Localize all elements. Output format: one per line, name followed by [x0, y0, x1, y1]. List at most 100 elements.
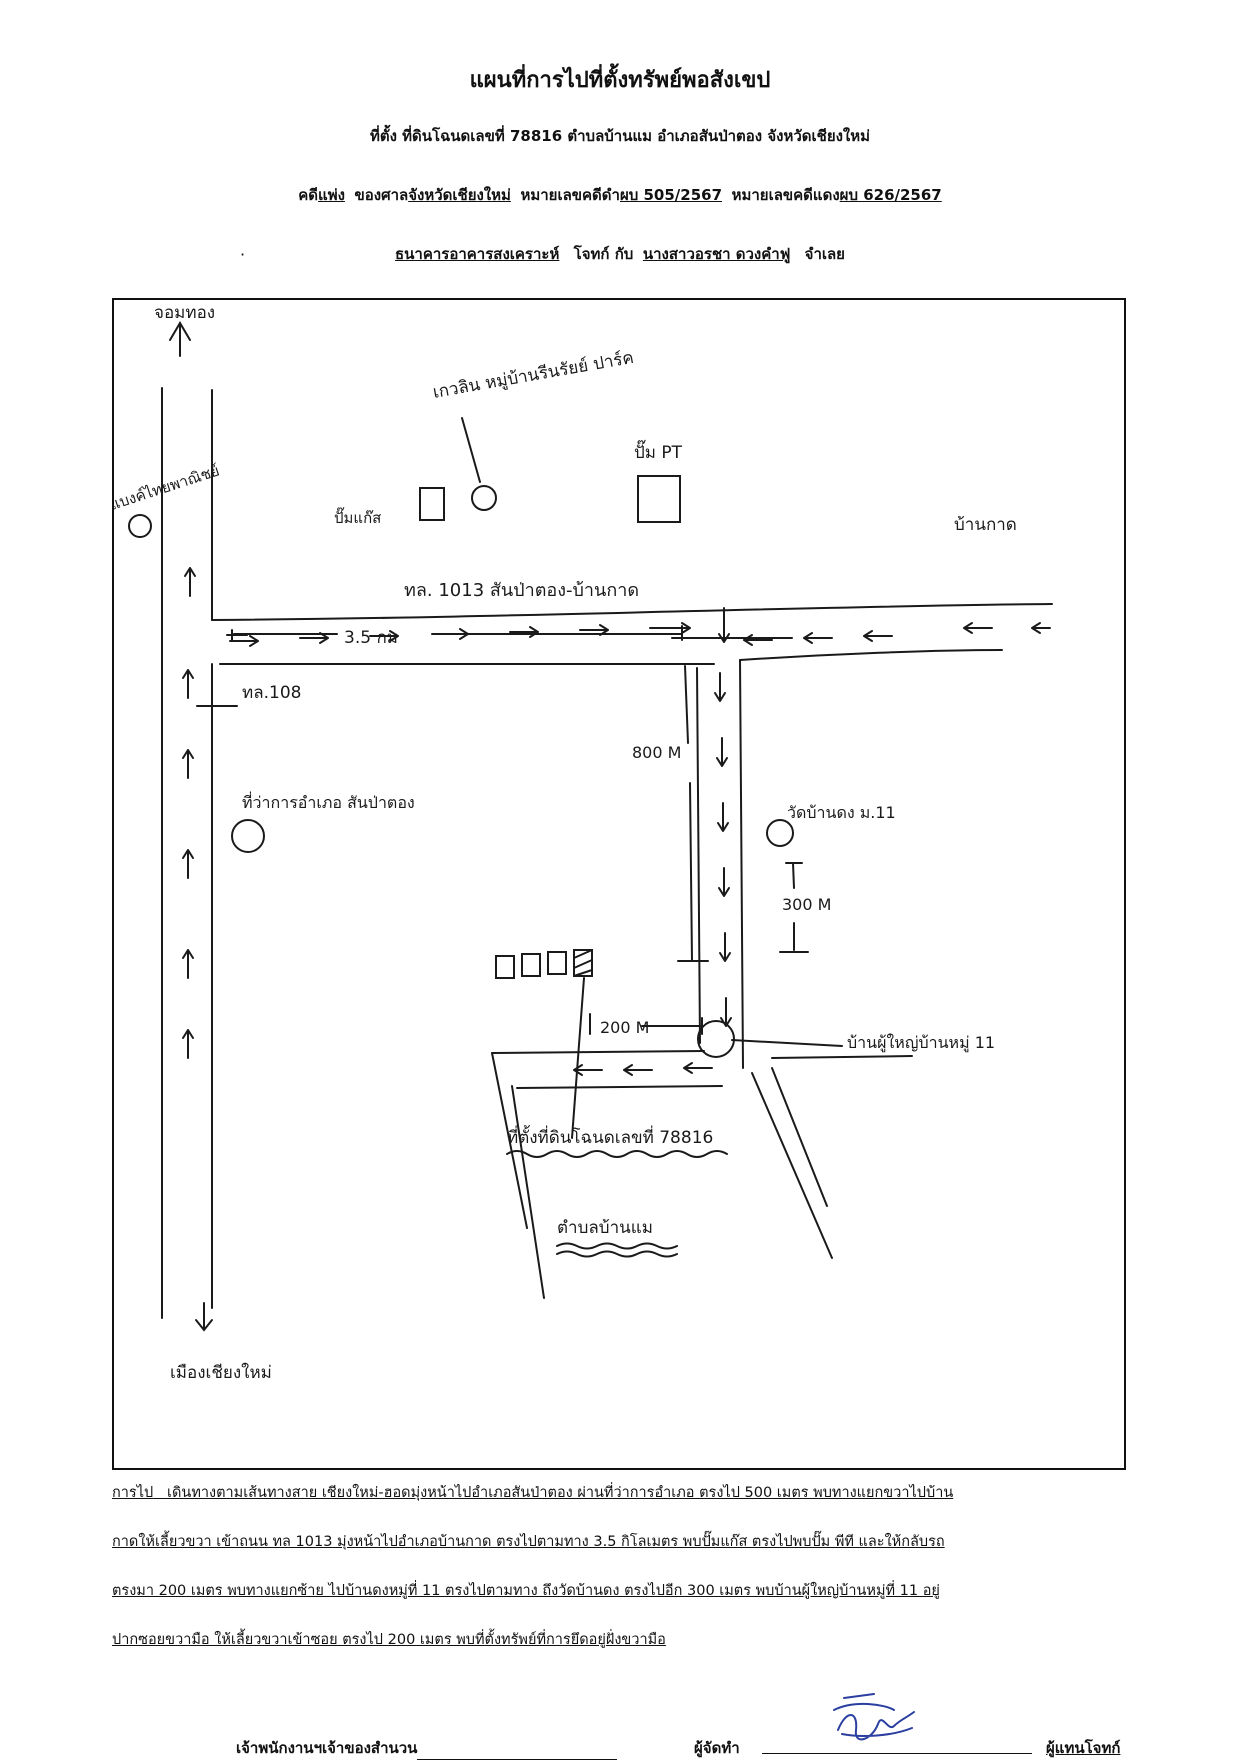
directions-line-1: การไป เดินทางตามเส้นทางสาย เชียงใหม่-ฮอด… [112, 1482, 1182, 1504]
headman-pointer-line [731, 1039, 843, 1047]
east-arrow [1031, 622, 1051, 634]
soi-east-edge [739, 659, 744, 1069]
directions-line-4: ปากซอยขวามือ ให้เลี้ยวขวาเข้าซอย ตรงไป 2… [112, 1632, 666, 1648]
road-1013-north-edge [211, 603, 1053, 621]
lane-north-edge [491, 1050, 705, 1054]
label-temple: วัดบ้านดง ม.11 [787, 803, 896, 822]
village-pointer-line [461, 417, 481, 483]
property-plot-icon [573, 949, 593, 977]
parties-line: ธนาคารอาคารสงเคราะห์ โจทก์ กับ นางสาวอรช… [0, 242, 1240, 266]
plaintiff-label: โจทก์ กับ [573, 245, 634, 263]
label-distance-35: 3.5 กม [344, 628, 398, 648]
property-location: ที่ตั้ง ที่ดินโฉนดเลขที่ 78816 ตำบลบ้านแ… [369, 127, 871, 145]
preparer-signature-field: ผู้จัดทำ [694, 1736, 740, 1760]
court-name: จังหวัดเชียงใหม่ [408, 186, 511, 204]
direction-arrow-south [714, 672, 726, 702]
label-gas-station: ปั๊มแก๊ส [334, 507, 381, 527]
label-property: ที่ตั้งที่ดินโฉนดเลขที่ 78816 [507, 1125, 713, 1148]
lane-diagonal-edge-2 [771, 1067, 828, 1207]
label-distance-300: 300 M [782, 895, 831, 914]
black-no-label: หมายเลขคดีดำ [520, 186, 620, 204]
label-village: เกวลิน หมู่บ้านรีนรัยย์ ปาร์ค [431, 348, 635, 403]
directions-text-1: เดินทางตามเส้นทางสาย เชียงใหม่-ฮอดมุ่งหน… [167, 1485, 954, 1501]
temple-icon [766, 819, 794, 847]
court-prefix: ของศาล [354, 186, 409, 204]
map-frame [112, 298, 1126, 1470]
direction-arrow-south [719, 932, 731, 962]
direction-arrow-west [623, 1064, 653, 1076]
property-plot-hatch [573, 949, 593, 977]
defendant-name: นางสาวอรชา ดวงคำฟู [642, 245, 791, 263]
direction-arrow-north [182, 1029, 194, 1059]
lane-inner-edge [511, 1085, 545, 1299]
label-district-office: ที่ว่าการอำเภอ สันป่าตอง [242, 791, 415, 812]
direction-arrow-north [182, 849, 194, 879]
district-office-icon [231, 819, 265, 853]
plaintiff-rep-label: ผู้แทนโจทก์ [1046, 1739, 1121, 1757]
subdistrict-label-underline-2 [556, 1250, 678, 1258]
south-arrow-head [195, 1319, 213, 1332]
label-distance-800: 800 M [632, 743, 681, 762]
case-info: คดีแพ่ง ของศาลจังหวัดเชียงใหม่ หมายเลขคด… [0, 183, 1240, 207]
direction-arrow-south [718, 867, 730, 897]
house-icon [521, 953, 541, 977]
direction-arrow [509, 626, 539, 638]
black-case-number: ผบ 505/2567 [619, 186, 723, 204]
distance-800-line-bottom [689, 782, 693, 962]
direction-arrow-west [803, 632, 833, 644]
direction-arrow-west [963, 622, 993, 634]
label-road-1013: ทล. 1013 สันป่าตอง-บ้านกาด [404, 580, 639, 601]
label-subdistrict: ตำบลบ้านแม [557, 1218, 653, 1238]
preparer-label: ผู้จัดทำ [694, 1739, 740, 1757]
direction-arrow-north [182, 749, 194, 779]
gas-station-icon [419, 487, 445, 521]
direction-arrow-west [863, 630, 893, 642]
label-road-108: ทล.108 [242, 683, 301, 703]
direction-arrow-north [182, 949, 194, 979]
village-marker-icon [471, 485, 497, 511]
red-case-number: ผบ 626/2567 [839, 186, 942, 204]
house-icon [547, 951, 567, 975]
plaintiff-rep-field: ผู้แทนโจทก์ [1046, 1736, 1120, 1760]
lane-west-edge [491, 1052, 528, 1229]
direction-arrow [229, 635, 259, 647]
page-title: แผนที่การไปที่ตั้งทรัพย์พอสังเขป [469, 68, 771, 93]
lane-diagonal-edge [751, 1072, 833, 1259]
direction-arrow-west [743, 634, 773, 646]
distance-300-line-top [792, 862, 795, 889]
direction-arrow-south [717, 802, 729, 832]
case-prefix: คดี [298, 186, 319, 204]
case-type: แพ่ง [318, 186, 345, 204]
direction-arrow-north [184, 567, 196, 597]
direction-arrow-south [718, 607, 730, 643]
property-pointer-line [571, 977, 585, 1139]
label-distance-200: 200 M [600, 1018, 649, 1037]
red-no-label: หมายเลขคดีแดง [731, 186, 840, 204]
direction-arrow [369, 630, 399, 642]
officer-label: เจ้าพนักงานฯเจ้าของสำนวน [236, 1739, 418, 1757]
label-pt-station: ปั๊ม PT [634, 439, 683, 463]
subdistrict-label-underline [556, 1242, 678, 1250]
bullet-dot: · [240, 245, 246, 264]
directions-line-3: ตรงมา 200 เมตร พบทางแยกซ้าย ไปบ้านดงหมู่… [112, 1583, 940, 1599]
house-icon [495, 955, 515, 979]
distance-800-line-top [684, 665, 689, 744]
label-headman-house: บ้านผู้ใหญ่บ้านหมู่ 11 [847, 1033, 995, 1053]
label-north-top: จอมทอง [154, 303, 215, 323]
officer-signature-field: เจ้าพนักงานฯเจ้าของสำนวน [236, 1736, 618, 1760]
property-label-underline [506, 1150, 728, 1158]
direction-arrow [649, 622, 691, 634]
soi-west-edge [696, 667, 701, 1044]
road-1013-south-edge-east [739, 649, 1003, 661]
label-bank: แบงค์ไทยพาณิชย์ [112, 461, 222, 513]
location-map: จอมทอง เมืองเชียงใหม่ บ้านกาด แบงค์ไทยพา… [112, 303, 1053, 1383]
direction-arrow-north [182, 669, 194, 699]
north-arrow-head [169, 321, 191, 341]
direction-arrow-west [683, 1062, 713, 1074]
defendant-label: จำเลย [804, 245, 845, 263]
label-east-bankad: บ้านกาด [954, 515, 1017, 535]
directions-line-2: กาดให้เลี้ยวขวา เข้าถนน ทล 1013 มุ่งหน้า… [112, 1534, 945, 1550]
signature-image [833, 1693, 915, 1741]
pt-station-icon [637, 475, 681, 523]
plaintiff-name: ธนาคารอาคารสงเคราะห์ [395, 245, 560, 263]
